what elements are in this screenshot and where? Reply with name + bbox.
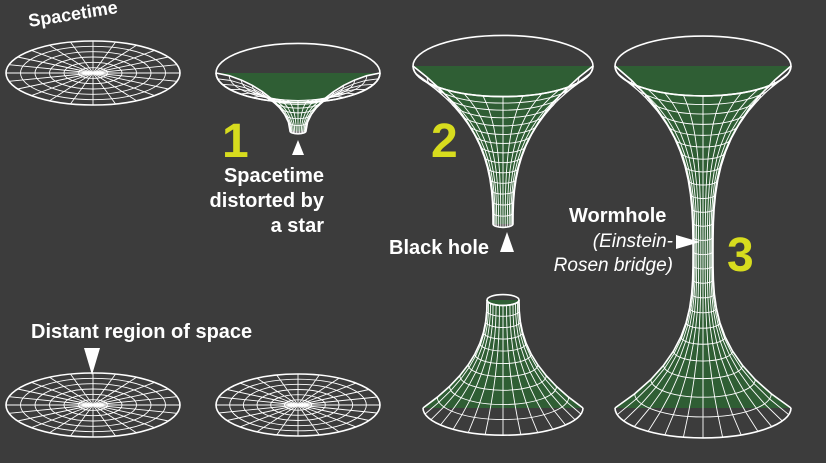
step-number-2: 2 [431, 115, 458, 168]
caption-line: distorted by [209, 190, 324, 212]
black-hole-pointer-arrow [500, 232, 514, 252]
black-hole-label: Black hole [389, 237, 490, 259]
caption-line: Rosen bridge) [553, 254, 673, 276]
wormhole-tube [614, 35, 792, 439]
black-hole-funnel [412, 34, 594, 229]
caption-line: a star [270, 215, 324, 237]
distant-space-disc-middle [215, 373, 381, 437]
star-distortion-caption: Spacetime distorted by a star [210, 166, 324, 237]
star-pointer-arrow [292, 140, 304, 155]
distant-region-label: Distant region of space [31, 321, 253, 343]
step-number-1: 1 [222, 115, 249, 168]
flat-spacetime-disc [5, 40, 181, 106]
black-hole-lower-bump [422, 293, 584, 436]
step-number-3: 3 [727, 229, 754, 282]
caption-line: (Einstein- [592, 231, 673, 252]
einstein-rosen-caption: (Einstein- Rosen bridge) [554, 232, 673, 276]
distant-region-pointer-arrow [84, 348, 100, 375]
caption-line: Spacetime [223, 165, 324, 187]
pointer-arrows [84, 140, 700, 375]
star-distortion-funnel [215, 42, 381, 135]
wormhole-pointer-arrow [676, 235, 700, 249]
distant-space-disc-left [5, 372, 181, 438]
wormhole-label: Wormhole [569, 205, 667, 227]
